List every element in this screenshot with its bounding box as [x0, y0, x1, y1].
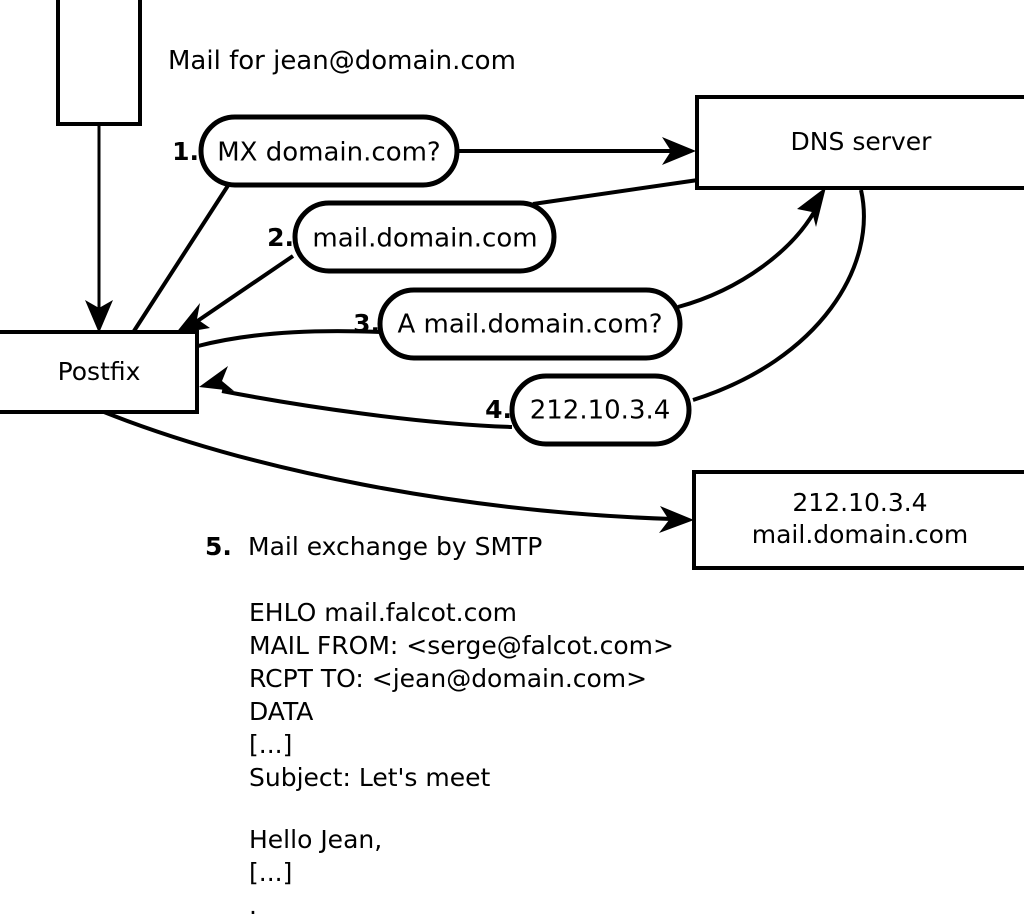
edge-step2-to-postfix	[175, 254, 295, 334]
transcript-line-5: [...]	[249, 730, 292, 759]
edge-dns-to-step2	[532, 178, 699, 206]
node-dns-server: DNS server	[695, 95, 1024, 190]
transcript-line-4: DATA	[249, 697, 313, 726]
diagram-title: Mail for jean@domain.com	[168, 46, 516, 76]
transcript-line-3: RCPT TO: <jean@domain.com>	[249, 664, 647, 693]
edge-postfix-to-step3	[197, 329, 382, 348]
step-2-number: 2.	[267, 223, 294, 252]
transcript-line-10: .	[249, 891, 257, 919]
transcript-line-2: MAIL FROM: <serge@falcot.com>	[249, 631, 674, 660]
node-sender	[56, 0, 142, 126]
edge-dns-to-step4	[692, 189, 866, 402]
node-mail-server-hostname: mail.domain.com	[752, 520, 968, 549]
step-3-bubble: A mail.domain.com?	[377, 287, 683, 361]
node-dns-server-label: DNS server	[791, 127, 933, 156]
step-4-bubble: 212.10.3.4	[509, 373, 692, 447]
step-3-label: A mail.domain.com?	[398, 310, 663, 340]
caption-number: 5.	[205, 532, 232, 561]
edge-step1-to-dns	[459, 137, 696, 165]
step-4-number: 4.	[485, 395, 512, 424]
edge-sender-to-postfix	[85, 124, 113, 333]
caption-label: Mail exchange by SMTP	[248, 532, 542, 561]
step-1-number: 1.	[172, 137, 199, 166]
step-3-number: 3.	[353, 309, 380, 338]
edge-step3-to-dns	[677, 187, 826, 309]
transcript-line-1: EHLO mail.falcot.com	[249, 598, 517, 627]
transcript-line-8: Hello Jean,	[249, 825, 382, 854]
edge-step4-to-postfix	[199, 366, 513, 429]
transcript-line-6: Subject: Let's meet	[249, 763, 490, 792]
edge-step1-to-postfix	[132, 182, 231, 333]
step-1-label: MX domain.com?	[217, 138, 440, 168]
node-postfix: Postfix	[0, 330, 199, 414]
step-2-bubble: mail.domain.com	[292, 200, 557, 274]
step-1-bubble: MX domain.com?	[198, 114, 460, 188]
transcript-line-9: [...]	[249, 858, 292, 887]
node-mail-server-ip: 212.10.3.4	[792, 488, 927, 517]
edge-postfix-to-mailserver	[103, 410, 694, 533]
node-mail-server: 212.10.3.4 mail.domain.com	[692, 470, 1024, 570]
step-2-label: mail.domain.com	[312, 224, 537, 254]
node-postfix-label: Postfix	[58, 357, 141, 386]
step-4-label: 212.10.3.4	[530, 396, 671, 426]
